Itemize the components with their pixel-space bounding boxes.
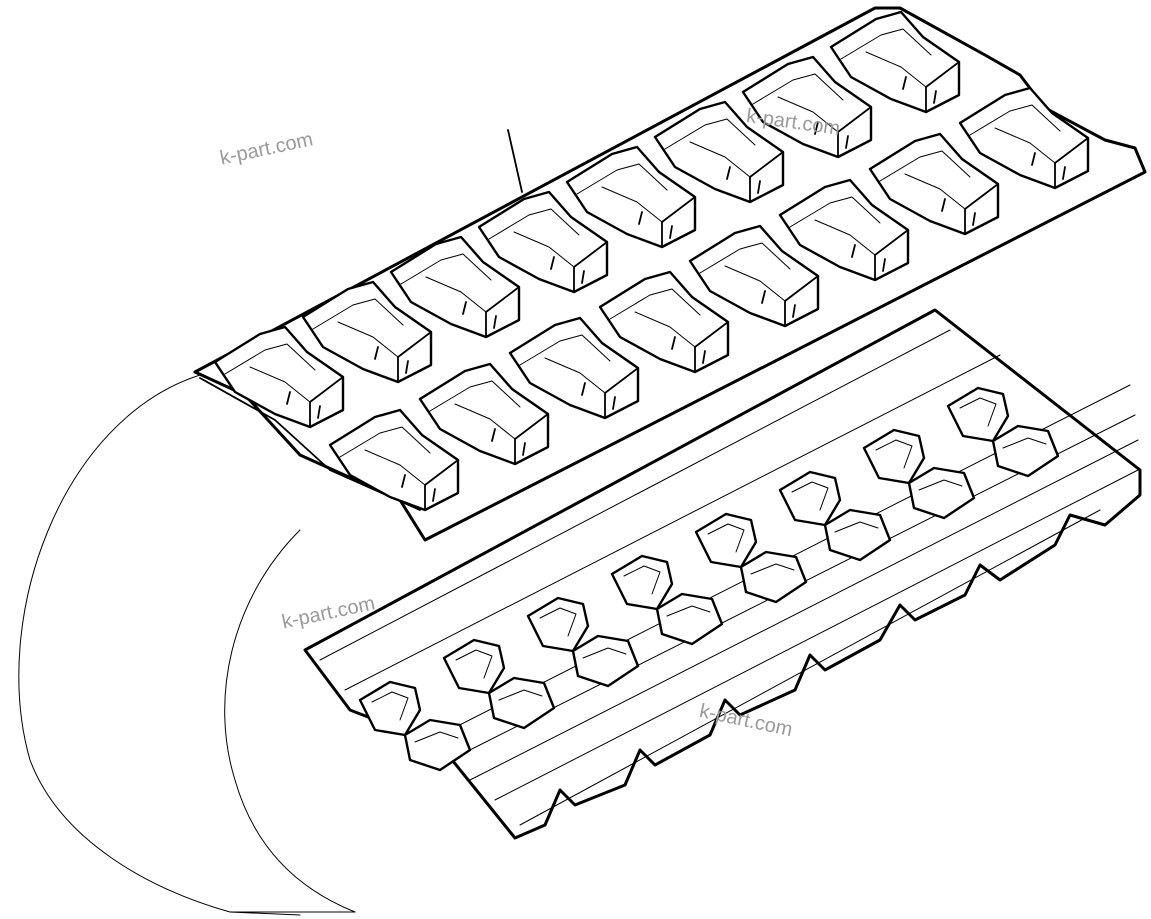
guide-horn bbox=[526, 596, 640, 688]
tread-lug bbox=[688, 224, 820, 328]
tread-lug bbox=[389, 235, 521, 339]
tread-lug bbox=[653, 100, 785, 204]
tread-lug bbox=[328, 408, 460, 512]
lug-row-outer bbox=[213, 10, 961, 429]
guide-horn bbox=[946, 386, 1060, 478]
center-guide-row bbox=[358, 386, 1060, 772]
tread-lug bbox=[301, 280, 433, 384]
tread-lug bbox=[829, 10, 961, 114]
track-loop-outline bbox=[18, 374, 356, 916]
tread-lug bbox=[958, 86, 1090, 190]
upper-track-tread bbox=[193, 6, 1147, 542]
tread-lug bbox=[565, 145, 697, 249]
tread-lug bbox=[868, 132, 1000, 236]
guide-horn bbox=[610, 554, 724, 646]
guide-horn bbox=[442, 638, 556, 730]
tread-lug bbox=[213, 325, 345, 429]
lower-track-body bbox=[303, 308, 1142, 840]
guide-horn bbox=[778, 470, 892, 562]
tread-lug bbox=[741, 55, 873, 159]
tread-lug bbox=[508, 316, 640, 420]
lug-row-inner bbox=[328, 86, 1090, 512]
guide-horn bbox=[358, 680, 472, 772]
guide-horn bbox=[694, 512, 808, 604]
tread-lug bbox=[778, 178, 910, 282]
tread-lug bbox=[598, 270, 730, 374]
tread-lug bbox=[418, 362, 550, 466]
leader-line bbox=[507, 129, 523, 193]
tread-lug bbox=[477, 190, 609, 294]
guide-horn bbox=[862, 428, 976, 520]
